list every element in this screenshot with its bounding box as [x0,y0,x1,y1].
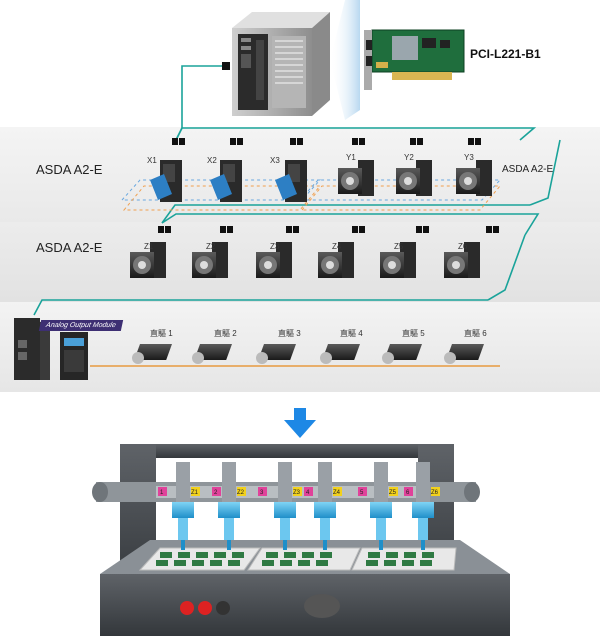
axis-label-x2: X2 [207,156,217,165]
row-band-2 [0,222,600,302]
card-highlight-beam [330,0,360,120]
axis-label-z4: Z4 [332,242,342,251]
pick-and-place-machine [92,444,510,636]
network-wiring [33,65,561,316]
head-tag: Z1 [191,490,199,496]
row2-left-label: ASDA A2-E [36,240,103,255]
axis-label-z1: Z1 [144,242,154,251]
rail-tag: 1 [160,490,164,496]
axis-label-y3: Y3 [464,153,474,162]
industrial-pc [232,12,330,116]
direct-drive-label-3: 直驅 3 [278,329,301,338]
head-tag: Z5 [389,490,397,496]
direct-drive-label-5: 直驅 5 [402,329,425,338]
machine-tags: 1 2 3 4 5 6 Z1 Z2 Z3 Z4 Z5 Z6 [160,490,439,496]
head-tag: Z6 [431,490,439,496]
analog-module-hardware [14,318,88,380]
row-band-3 [0,302,600,392]
axis-label-z5: Z5 [394,242,404,251]
row1-right-label: ASDA A2-E [502,164,554,175]
head-tag: Z4 [333,490,341,496]
rail-tag: 5 [360,490,364,496]
pci-card-image [364,29,465,90]
analog-output-module-label: Analog Output Module [38,320,123,331]
row1-left-label: ASDA A2-E [36,162,103,177]
rail-tag: 3 [260,490,264,496]
axis-label-z2: Z2 [206,242,216,251]
card-title: PCI-L221-B1 [470,47,541,61]
axis-label-x3: X3 [270,156,280,165]
row2-devices [130,242,480,278]
axis-label-z6: Z6 [458,242,468,251]
direct-drive-label-6: 直驅 6 [464,329,487,338]
direct-drive-label-1: 直驅 1 [150,329,173,338]
axis-label-x1: X1 [147,156,157,165]
network-connectors [158,62,499,233]
rail-tag: 2 [214,490,218,496]
down-arrow-icon [284,408,316,438]
row3-actuators [132,344,484,364]
axis-label-y1: Y1 [346,153,356,162]
rail-tag: 6 [406,490,410,496]
row1-platform [120,179,502,211]
direct-drive-label-2: 直驅 2 [214,329,237,338]
head-tag: Z3 [293,490,301,496]
axis-label-z3: Z3 [270,242,280,251]
direct-drive-label-4: 直驅 4 [340,329,363,338]
row1-devices [150,160,492,202]
axis-label-y2: Y2 [404,153,414,162]
head-tag: Z2 [237,490,245,496]
rail-tag: 4 [306,490,310,496]
